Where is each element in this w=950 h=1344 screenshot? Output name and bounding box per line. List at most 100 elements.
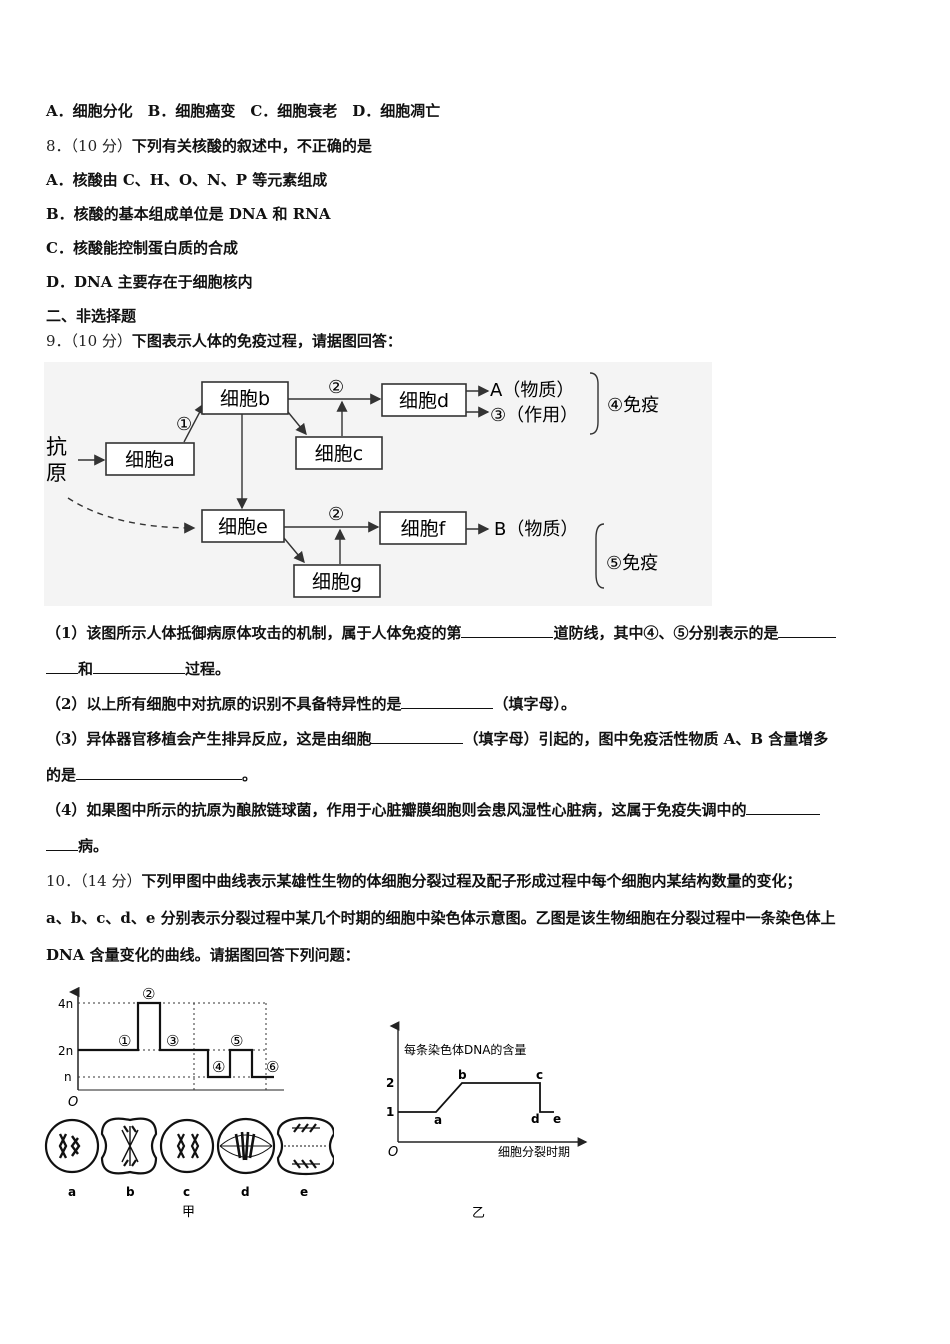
yi-point-c: c (536, 1068, 543, 1082)
q9-sub1-text-d: 过程。 (185, 660, 231, 678)
q9-sub1-blank-3[interactable] (93, 659, 186, 674)
q8-number: 8． (46, 137, 71, 155)
jia-stage-4: ④ (212, 1058, 225, 1076)
q10-stem-line2: a、b、c、d、e 分别表示分裂过程中某几个时期的细胞中染色体示意图。乙图是该生… (46, 909, 836, 927)
figure-jia: 4n 2n n O ① ② ③ ④ ⑤ ⑥ a b c d e 甲 (44, 985, 334, 1220)
jia-cell-d (216, 1117, 276, 1175)
yi-curve (398, 1082, 554, 1113)
figure-yi: 每条染色体DNA的含量 1 2 O a b c d e 细胞分裂时期 乙 (386, 1021, 588, 1220)
q9-sub4-text-b: 病。 (78, 837, 109, 855)
q9-sub3-text-a: （3）异体器官移植会产生排异反应，这是由细胞 (46, 730, 372, 748)
q9-number: 9． (46, 332, 71, 350)
step-2-lower-label: ② (328, 504, 344, 525)
arrow-e-g (283, 537, 305, 564)
cell-b-label: 细胞b (220, 388, 270, 410)
yi-point-e: e (553, 1112, 561, 1126)
q8-option-a: A．核酸由 C、H、O、N、P 等元素组成 (46, 171, 328, 189)
q10-stem-line3: DNA 含量变化的曲线。请据图回答下列问题： (46, 946, 360, 964)
q9-stem: 下图表示人体的免疫过程，请据图回答： (131, 332, 402, 350)
arrow-b-c (287, 411, 307, 436)
jia-stage-5: ⑤ (230, 1032, 243, 1050)
q9-sub3-text-d: 。 (242, 766, 258, 784)
arrow-antigen-e-dashed (67, 497, 196, 534)
q9-sub3-line2: 的是 。 (46, 765, 257, 785)
q10-stem-line1: 10．（14 分）下列甲图中曲线表示某雄性生物的体细胞分裂过程及配子形成过程中每… (46, 871, 801, 891)
q8-stem: 下列有关核酸的叙述中，不正确的是 (131, 137, 372, 155)
q9-sub4-line2: 病。 (46, 836, 108, 856)
cell-f-box (379, 511, 467, 545)
q9-sub4-blank-a[interactable] (746, 800, 821, 815)
section-title: 二、非选择题 (46, 307, 137, 325)
yi-origin: O (388, 1145, 398, 1160)
antigen-label-1: 抗 (46, 435, 67, 459)
jia-stage-3: ③ (166, 1032, 179, 1050)
q10-number: 10． (46, 872, 81, 890)
q9-sub1-text-a: （1）该图所示人体抵御病原体攻击的机制，属于人体免疫的第 (46, 624, 462, 642)
q9-sub1-blank-1[interactable] (461, 623, 554, 638)
q9-sub3-blank-1[interactable] (371, 729, 464, 744)
q9-stem-line: 9．（10 分）下图表示人体的免疫过程，请据图回答： (46, 331, 402, 351)
cell-d-label: 细胞d (399, 390, 449, 412)
jia-caption: 甲 (182, 1205, 195, 1220)
q9-sub1-line2: 和过程。 (46, 659, 230, 679)
yi-caption: 乙 (472, 1206, 485, 1220)
arrow-a-b (183, 402, 205, 443)
jia-cell-a (44, 1118, 100, 1174)
yi-point-a: a (434, 1113, 442, 1127)
jia-label-b: b (126, 1185, 135, 1199)
cell-g-label: 细胞g (312, 571, 362, 593)
jia-stage-1: ① (118, 1032, 131, 1050)
jia-label-a: a (68, 1185, 76, 1199)
immune-process-diagram: 抗 原 细胞a ① 细胞b ② 细胞c 细胞d A（物质） ③（作用） ④免疫 … (44, 362, 712, 606)
q8-stem-line: 8．（10 分）下列有关核酸的叙述中，不正确的是 (46, 136, 372, 156)
yi-point-b: b (458, 1068, 467, 1082)
q10-stem-1: 下列甲图中曲线表示某雄性生物的体细胞分裂过程及配子形成过程中每个细胞内某结构数量… (141, 872, 802, 890)
q9-sub1-blank-2a[interactable] (778, 623, 837, 638)
q9-score: （10 分） (70, 332, 132, 350)
q9-sub2-line: （2）以上所有细胞中对抗原的识别不具备特异性的是（填字母）。 (46, 694, 576, 714)
product-3-label: ③（作用） (490, 405, 578, 426)
step-1-label: ① (176, 414, 192, 435)
q9-sub3-text-c: 的是 (46, 766, 77, 784)
step-2-upper-label: ② (328, 377, 344, 398)
q9-sub1-line1: （1）该图所示人体抵御病原体攻击的机制，属于人体免疫的第 道防线，其中④、⑤分别表… (46, 623, 837, 643)
jia-y-n: n (64, 1070, 72, 1084)
jia-cell-e (276, 1116, 334, 1176)
jia-curve (78, 1001, 274, 1079)
cell-d-box (381, 383, 467, 417)
yi-tick-2: 2 (386, 1076, 394, 1090)
q9-sub3-blank-2[interactable] (76, 765, 243, 780)
q9-sub3-line1: （3）异体器官移植会产生排异反应，这是由细胞 （填字母）引起的，图中免疫活性物质 … (46, 729, 828, 749)
q9-sub2-text-a: （2）以上所有细胞中对抗原的识别不具备特异性的是 (46, 695, 402, 713)
jia-cell-b (100, 1117, 158, 1175)
cell-c-upper-label: 细胞c (315, 443, 363, 465)
jia-label-c: c (183, 1185, 190, 1199)
yi-tick-1: 1 (386, 1105, 394, 1119)
cell-f-label: 细胞f (401, 518, 447, 540)
cell-e-box (201, 509, 285, 543)
q8-option-c: C．核酸能控制蛋白质的合成 (46, 239, 238, 257)
cell-a-box (105, 442, 195, 476)
jia-y-2n: 2n (58, 1044, 73, 1058)
q9-sub2-blank[interactable] (401, 694, 494, 709)
jia-origin: O (68, 1095, 78, 1110)
jia-stage-6: ⑥ (266, 1058, 279, 1076)
yi-ylabel: 每条染色体DNA的含量 (404, 1042, 526, 1057)
q9-sub3-text-b: （填字母）引起的，图中免疫活性物质 A、B 含量增多 (463, 730, 829, 748)
q10-score: （14 分） (80, 872, 142, 890)
q9-sub4-line1: （4）如果图中所示的抗原为酿脓链球菌，作用于心脏瓣膜细胞则会患风湿性心脏病，这属… (46, 800, 821, 820)
q7-options: A．细胞分化 B．细胞癌变 C．细胞衰老 D．细胞凋亡 (46, 102, 441, 120)
yi-xlabel: 细胞分裂时期 (498, 1145, 570, 1159)
q9-sub1-blank-2b[interactable] (46, 659, 78, 674)
product-b-label: B（物质） (494, 519, 578, 540)
q8-option-b: B．核酸的基本组成单位是 DNA 和 RNA (46, 205, 331, 223)
jia-stage-2: ② (142, 985, 155, 1003)
product-a-label: A（物质） (490, 380, 574, 401)
jia-y-4n: 4n (58, 997, 73, 1011)
q9-sub1-text-b: 道防线，其中④、⑤分别表示的是 (553, 624, 779, 642)
bracket-upper (589, 372, 599, 435)
q9-sub4-blank-b[interactable] (46, 836, 78, 851)
immunity-4-label: ④免疫 (607, 395, 659, 416)
cell-b-box (201, 381, 289, 415)
jia-cell-c (159, 1118, 215, 1174)
